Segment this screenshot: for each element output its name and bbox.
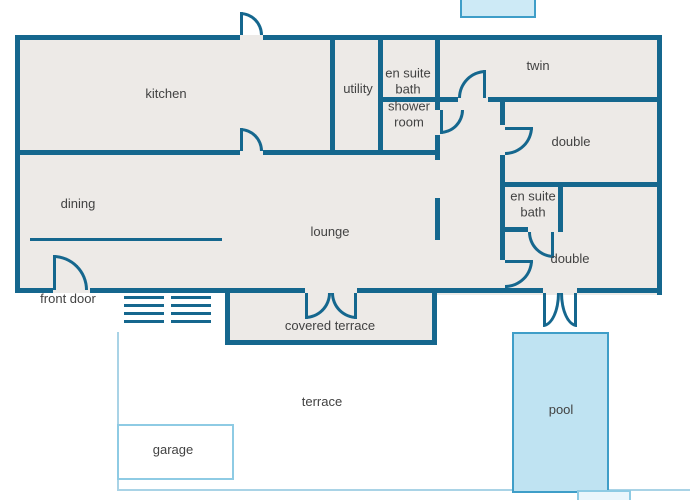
wall-right (657, 35, 662, 295)
wall-utility-right (378, 35, 383, 155)
step-line (171, 304, 211, 307)
room-fill-living-wing (15, 155, 505, 293)
wall-kitchen-bottom-east (263, 150, 440, 155)
room-fill-north-wing (15, 35, 440, 155)
step-line (124, 320, 164, 323)
wall-top-east (263, 35, 662, 40)
label-ensuite-bath-1: en suite bath (385, 65, 431, 96)
cutoff-structure-bottom (577, 490, 631, 500)
door-arc-kitchen-exterior (240, 12, 263, 35)
label-utility: utility (343, 81, 373, 97)
label-garage: garage (152, 442, 194, 458)
terrace-boundary-left (117, 332, 119, 490)
pool-area (512, 332, 609, 493)
label-ensuite-bath-2: en suite bath (510, 188, 556, 219)
room-fill-covered-terrace (225, 293, 437, 345)
label-covered-terrace: covered terrace (284, 318, 376, 334)
garage-outline (117, 424, 234, 480)
label-terrace: terrace (301, 394, 343, 410)
wall-top-west (15, 35, 240, 40)
wall-twin-bottom-east (488, 97, 662, 102)
door-arc-pool-left (543, 293, 560, 327)
step-line (124, 312, 164, 315)
step-line (171, 296, 211, 299)
label-shower-room: shower room (388, 98, 430, 129)
wall-bottom-3 (357, 288, 505, 293)
step-line (124, 296, 164, 299)
cutoff-structure-top (460, 0, 536, 18)
label-dining: dining (60, 196, 96, 212)
step-line (171, 312, 211, 315)
wall-double1-bottom (500, 182, 662, 187)
wall-covered-terrace-left (225, 293, 230, 345)
label-double-1: double (551, 134, 591, 150)
wall-hall-stub (435, 198, 440, 240)
wall-covered-terrace-right (432, 293, 437, 345)
wall-wing-left-upper (500, 97, 505, 125)
wall-dining-divider (30, 238, 222, 241)
wall-ensuite2-right (558, 182, 563, 232)
wall-inner-east-lower (435, 135, 440, 160)
label-pool: pool (548, 402, 574, 418)
wall-bath-shower-divider (378, 97, 440, 102)
wall-left (15, 35, 20, 293)
wall-ensuite2-bottom (500, 227, 528, 232)
label-double-2: double (550, 251, 590, 267)
wall-wing-left-lower (500, 155, 505, 260)
wall-inner-east-upper (435, 35, 440, 110)
door-arc-pool-right (560, 293, 577, 327)
wall-utility-left (330, 35, 335, 155)
wall-bottom-2 (90, 288, 305, 293)
wall-bottom-5 (577, 288, 662, 293)
wall-kitchen-bottom-west (15, 150, 240, 155)
label-kitchen: kitchen (145, 86, 187, 102)
wall-covered-terrace-bottom (225, 340, 437, 345)
step-line (171, 320, 211, 323)
label-lounge: lounge (310, 224, 350, 240)
terrace-boundary-bottom (117, 489, 690, 491)
wall-twin-bottom-west (440, 97, 458, 102)
wall-bottom-4 (500, 288, 543, 293)
wall-bottom-1 (15, 288, 53, 293)
label-twin: twin (526, 58, 550, 74)
label-front-door: front door (40, 291, 96, 307)
step-line (124, 304, 164, 307)
